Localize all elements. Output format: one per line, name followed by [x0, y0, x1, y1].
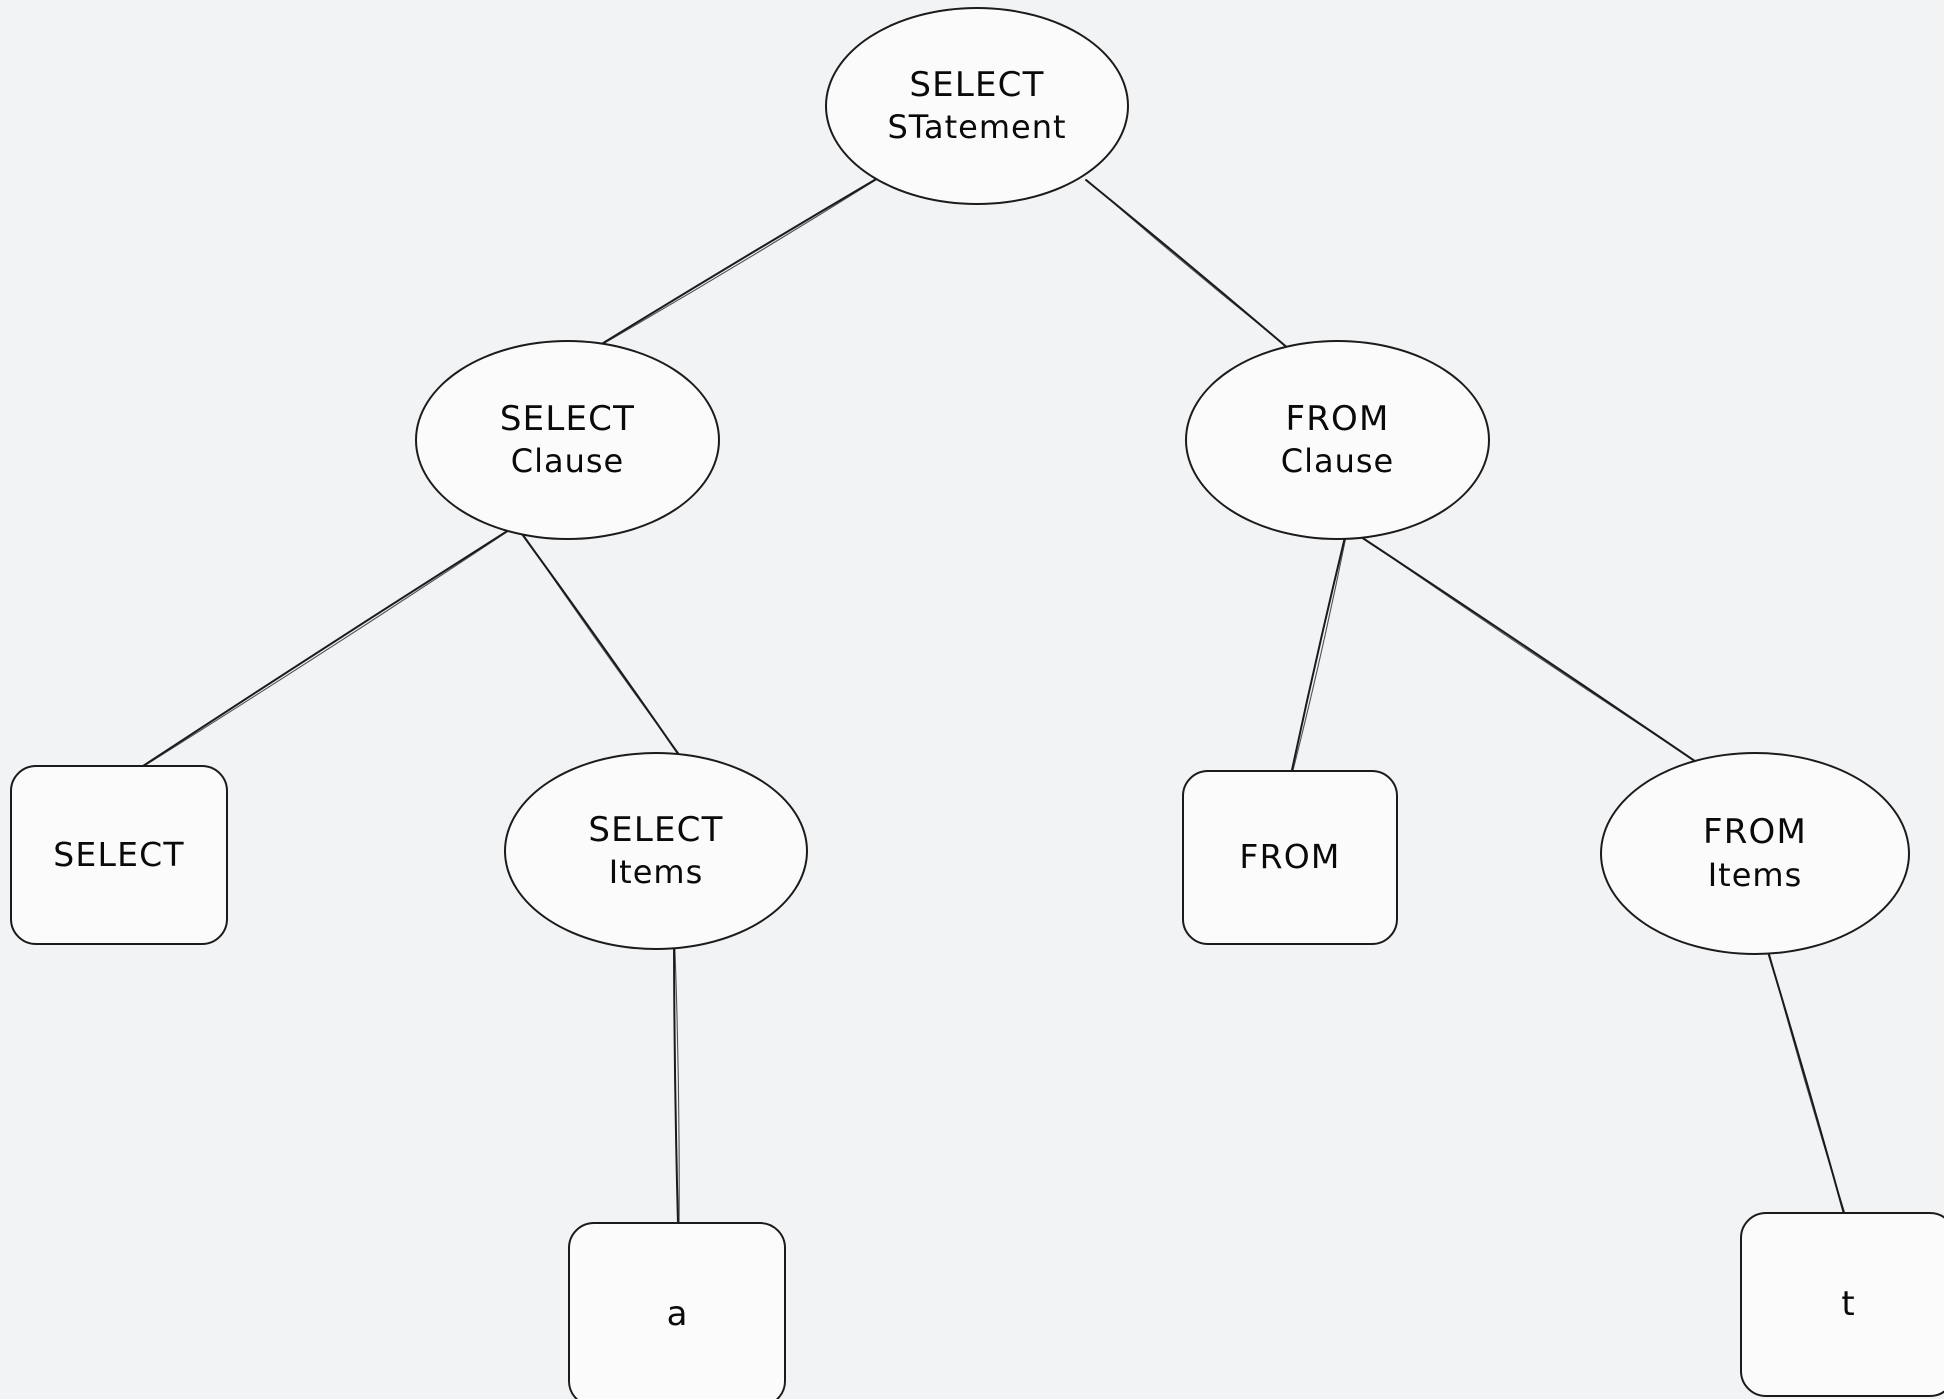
node-from-clause-label-primary: FROM	[1285, 398, 1390, 439]
edge-root-select-clause	[599, 177, 879, 346]
edge-from-items-table-t	[1768, 951, 1846, 1215]
edge-select-clause-select-keyword	[142, 527, 513, 767]
node-from-clause-label-secondary: Clause	[1280, 442, 1395, 481]
node-select-clause-label-secondary: Clause	[510, 442, 625, 481]
edge-from-items-table-t	[1767, 951, 1845, 1215]
node-table-t-label-primary: t	[1841, 1283, 1855, 1324]
node-select-statement-label-primary: SELECT	[909, 64, 1045, 105]
edge-root-from-clause	[1086, 179, 1292, 351]
edge-root-from-clause	[1085, 179, 1291, 351]
node-select-keyword-label-primary: SELECT	[53, 834, 185, 874]
node-column-a[interactable]: a	[568, 1222, 786, 1399]
edge-select-clause-select-keyword	[143, 527, 514, 767]
edge-from-clause-from-items	[1354, 532, 1706, 769]
edge-root-select-clause	[600, 177, 880, 346]
node-from-keyword[interactable]: FROM	[1182, 770, 1398, 945]
node-from-items-label-secondary: Items	[1707, 855, 1803, 894]
node-select-items-label-secondary: Items	[608, 853, 704, 892]
node-select-clause-label-primary: SELECT	[499, 398, 636, 439]
node-select-items-label-primary: SELECT	[588, 809, 724, 850]
node-select-keyword[interactable]: SELECT	[10, 765, 228, 945]
node-column-a-label-primary: a	[666, 1293, 688, 1334]
edge-select-items-column-a	[673, 947, 679, 1225]
node-select-statement-label-secondary: STatement	[887, 108, 1067, 147]
node-from-items-label-primary: FROM	[1702, 812, 1808, 853]
edge-from-clause-from-keyword	[1292, 536, 1347, 771]
edge-select-clause-select-items	[522, 533, 683, 759]
node-from-keyword-label-primary: FROM	[1239, 837, 1341, 877]
edge-from-clause-from-keyword	[1291, 536, 1346, 771]
edge-from-clause-from-items	[1355, 532, 1707, 769]
edge-select-items-column-a	[674, 947, 680, 1225]
node-table-t[interactable]: t	[1740, 1212, 1944, 1397]
edge-select-clause-select-items	[521, 533, 682, 759]
